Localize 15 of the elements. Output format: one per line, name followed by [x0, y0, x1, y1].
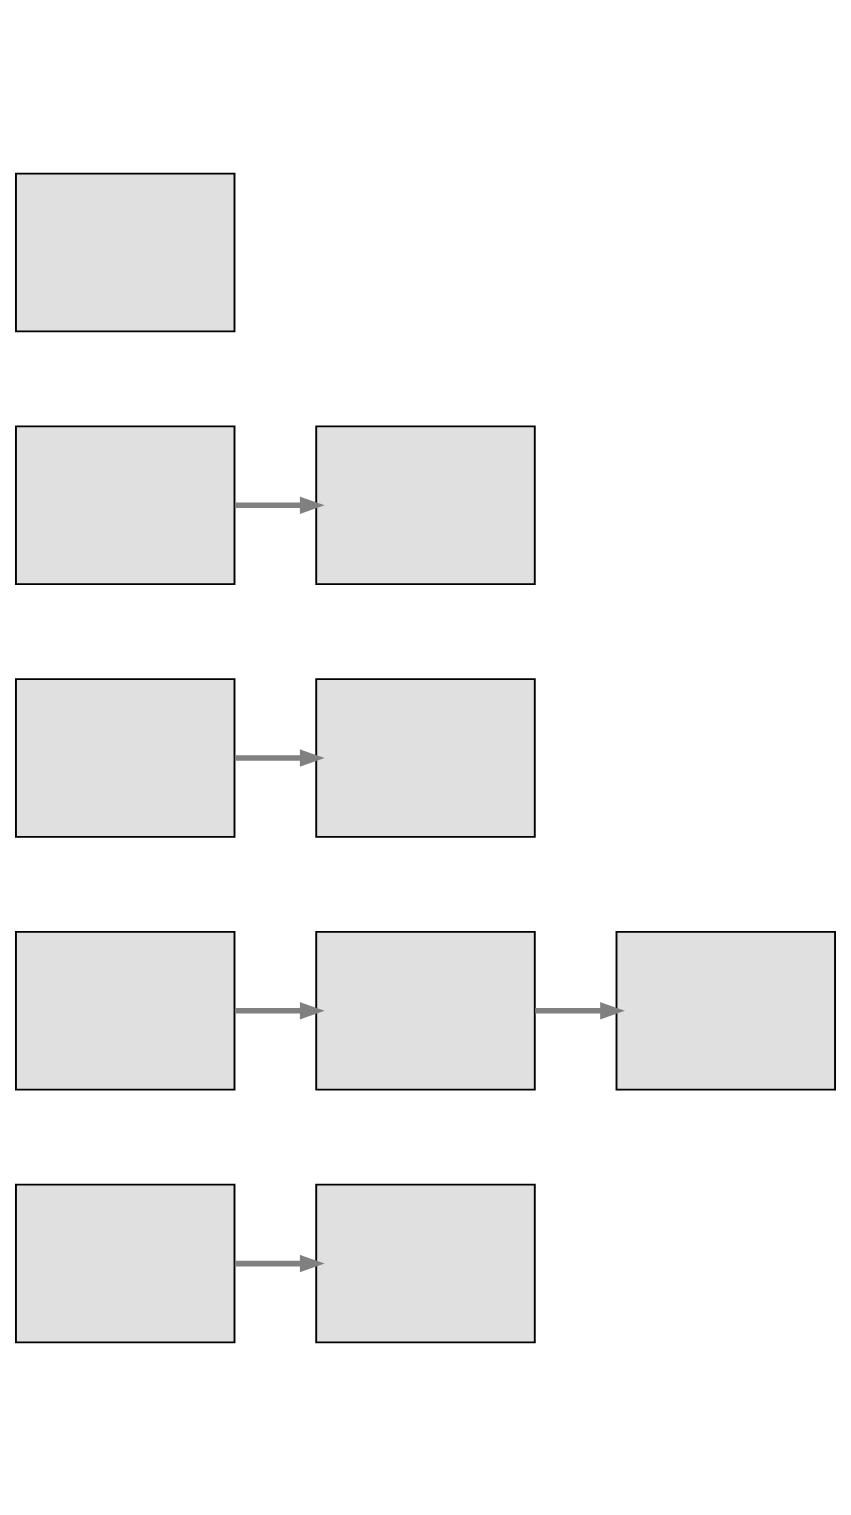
arrow	[535, 1001, 625, 1019]
node-box	[15, 677, 236, 838]
node-box	[315, 677, 536, 838]
node-box	[15, 930, 236, 1091]
arrow	[234, 1254, 325, 1272]
node-box	[315, 424, 536, 585]
arrow	[234, 1001, 325, 1019]
node-box	[315, 1183, 536, 1343]
node-box	[15, 424, 236, 585]
arrow	[234, 748, 325, 767]
arrow	[234, 496, 325, 514]
node-box	[315, 930, 536, 1091]
node-box	[15, 172, 236, 332]
node-box	[15, 1183, 236, 1343]
node-box	[615, 930, 836, 1091]
